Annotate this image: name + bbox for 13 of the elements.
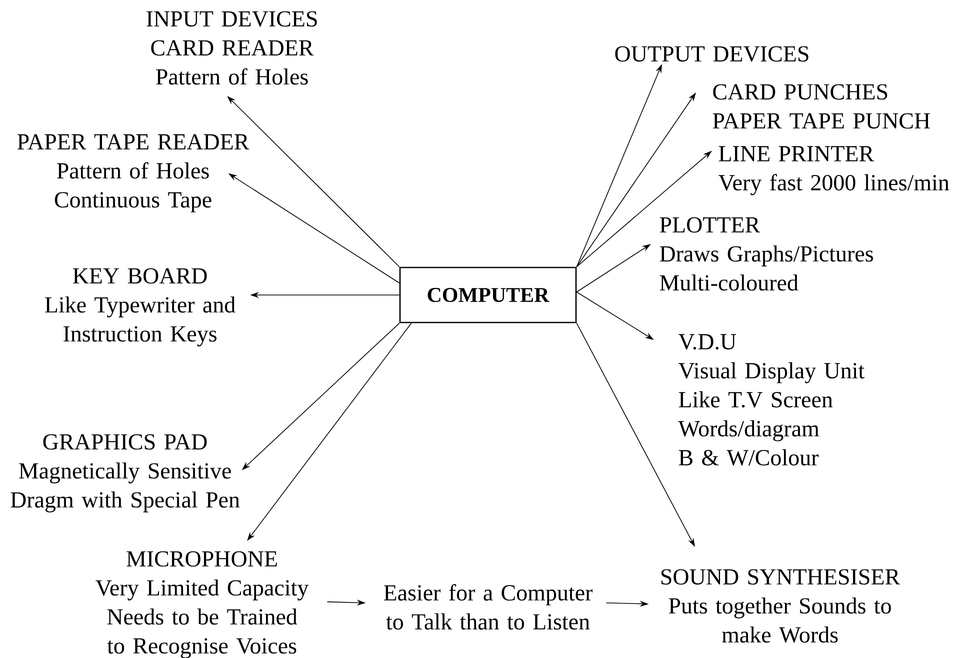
label-text: GRAPHICS PAD Magnetically Sensitive Dragm with Special Pen [10, 434, 240, 512]
label-text: OUTPUT DEVICES [615, 46, 808, 62]
label-text: KEY BOARD Like Typewriter and Instruction Keys [45, 268, 236, 346]
label-text: PLOTTER Draws Graphs/Pictures Multi-coloured [660, 217, 873, 291]
label-text: Easier for a Computer to Talk than to Listen [384, 584, 593, 630]
label-text: SOUND SYNTHESISER Puts together Sounds to make Words [661, 569, 900, 643]
label-text: LINE PRINTER Very fast 2000 lines/min [718, 146, 950, 196]
process-box: COMPUTER [399, 266, 577, 324]
label-text: PAPER TAPE READER Pattern of Holes Continuous Tape [17, 134, 250, 212]
label-text: MICROPHONE Very Limited Capacity Needs to be Trained to Recognise Voices [96, 551, 309, 658]
label-text: CARD PUNCHES PAPER TAPE PUNCH [712, 84, 930, 129]
label-text: V.D.U Visual Display Unit Like T.V Screen Words/diagram B & W/Colour [678, 334, 864, 466]
label-text: INPUT DEVICES CARD READER Pattern of Holes [146, 11, 317, 85]
